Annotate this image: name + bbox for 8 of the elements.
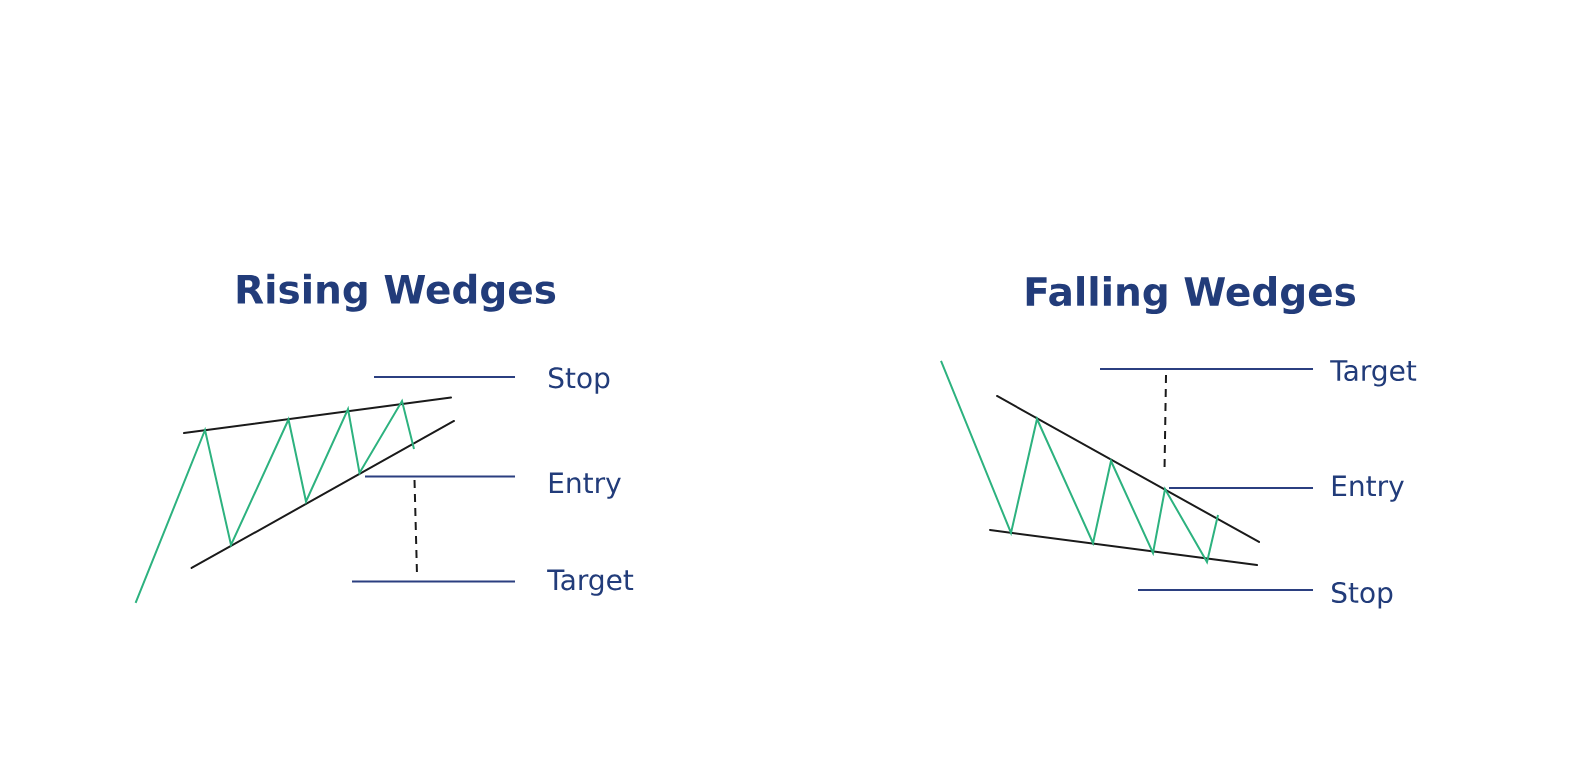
level-label: Entry bbox=[549, 472, 621, 499]
heading: Falling Wedges bbox=[1026, 276, 1355, 315]
level-label: Stop bbox=[549, 367, 610, 394]
level-label: Entry bbox=[1332, 475, 1404, 502]
level-label: Stop bbox=[1332, 581, 1393, 609]
heading: Rising Wedges bbox=[237, 273, 556, 312]
level-label: Target bbox=[547, 569, 634, 596]
level-label: Target bbox=[1330, 360, 1417, 387]
